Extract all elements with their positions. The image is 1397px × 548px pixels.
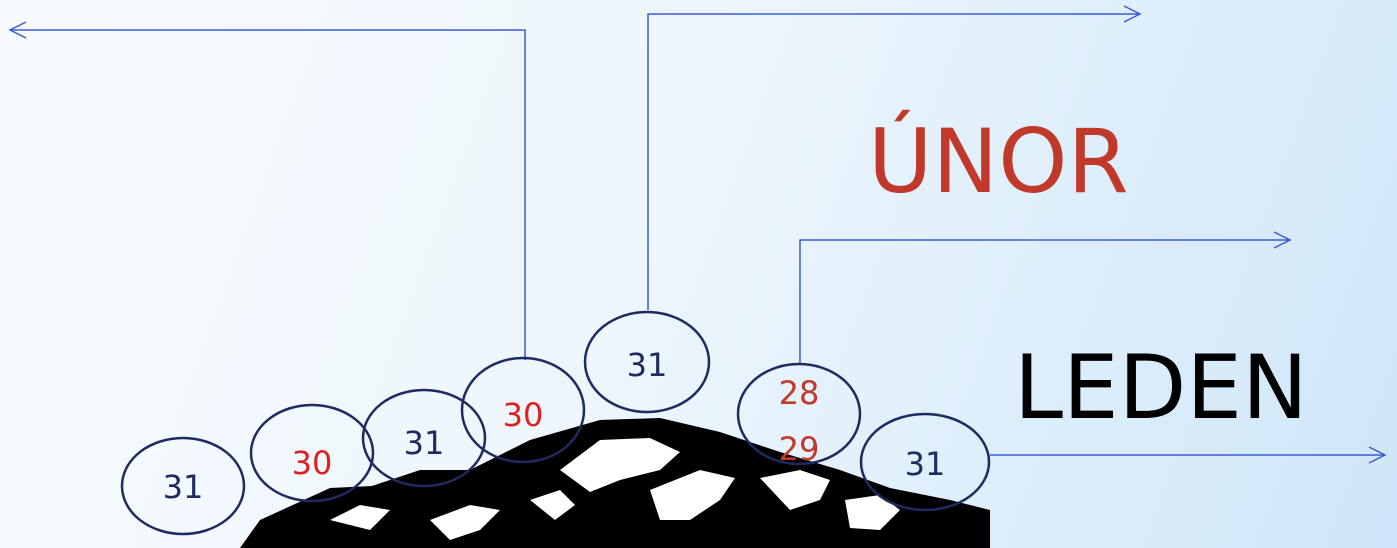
month-label-leden: LEDEN	[1014, 344, 1308, 432]
fist-illustration	[240, 418, 990, 548]
bubble-label-bottom: 29	[779, 430, 820, 468]
bubble-label: 31	[163, 468, 204, 506]
bubble-1: 31	[122, 438, 244, 534]
bubble-label: 30	[503, 396, 544, 434]
bubble-label-top: 28	[779, 374, 820, 412]
bubble-label: 31	[627, 346, 668, 384]
bubble-5: 31	[585, 312, 709, 412]
bubble-label: 31	[404, 424, 445, 462]
bubble-label: 30	[292, 444, 333, 482]
month-label-unor: ÚNOR	[868, 118, 1129, 206]
bubble-2: 30	[251, 405, 373, 501]
bubble-label: 31	[905, 445, 946, 483]
arrow-line-left	[10, 30, 525, 360]
